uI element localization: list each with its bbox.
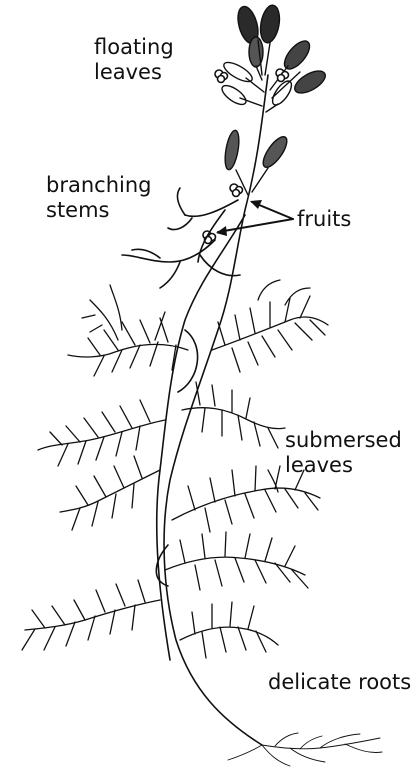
floating-leaf bbox=[258, 4, 282, 45]
loop-stem bbox=[178, 330, 198, 392]
label-submersed-leaves: submersed leaves bbox=[285, 428, 402, 478]
floating-leaf bbox=[223, 129, 242, 170]
label-branching-line1: branching bbox=[46, 173, 151, 198]
label-branching-line2: stems bbox=[46, 198, 151, 223]
label-fruits: fruits bbox=[297, 207, 351, 232]
label-floating-line1: floating bbox=[94, 35, 174, 60]
label-roots-text: delicate roots bbox=[268, 670, 411, 695]
label-submersed-line2: leaves bbox=[285, 453, 402, 478]
label-floating-line2: leaves bbox=[94, 60, 174, 85]
floating-leaf bbox=[280, 37, 314, 73]
floating-leaf bbox=[269, 78, 295, 108]
submersed-leaves bbox=[22, 280, 328, 658]
label-delicate-roots: delicate roots bbox=[268, 670, 411, 695]
floating-leaf bbox=[259, 133, 291, 171]
label-fruits-text: fruits bbox=[297, 207, 351, 232]
label-floating-leaves: floating leaves bbox=[94, 35, 174, 85]
label-branching-stems: branching stems bbox=[46, 173, 151, 223]
floating-leaf bbox=[219, 82, 249, 108]
fruits-arrowheads bbox=[216, 200, 262, 236]
label-submersed-line1: submersed bbox=[285, 428, 402, 453]
floating-leaves-group bbox=[219, 4, 329, 195]
main-stem bbox=[164, 75, 268, 745]
floating-leaf bbox=[291, 67, 328, 98]
